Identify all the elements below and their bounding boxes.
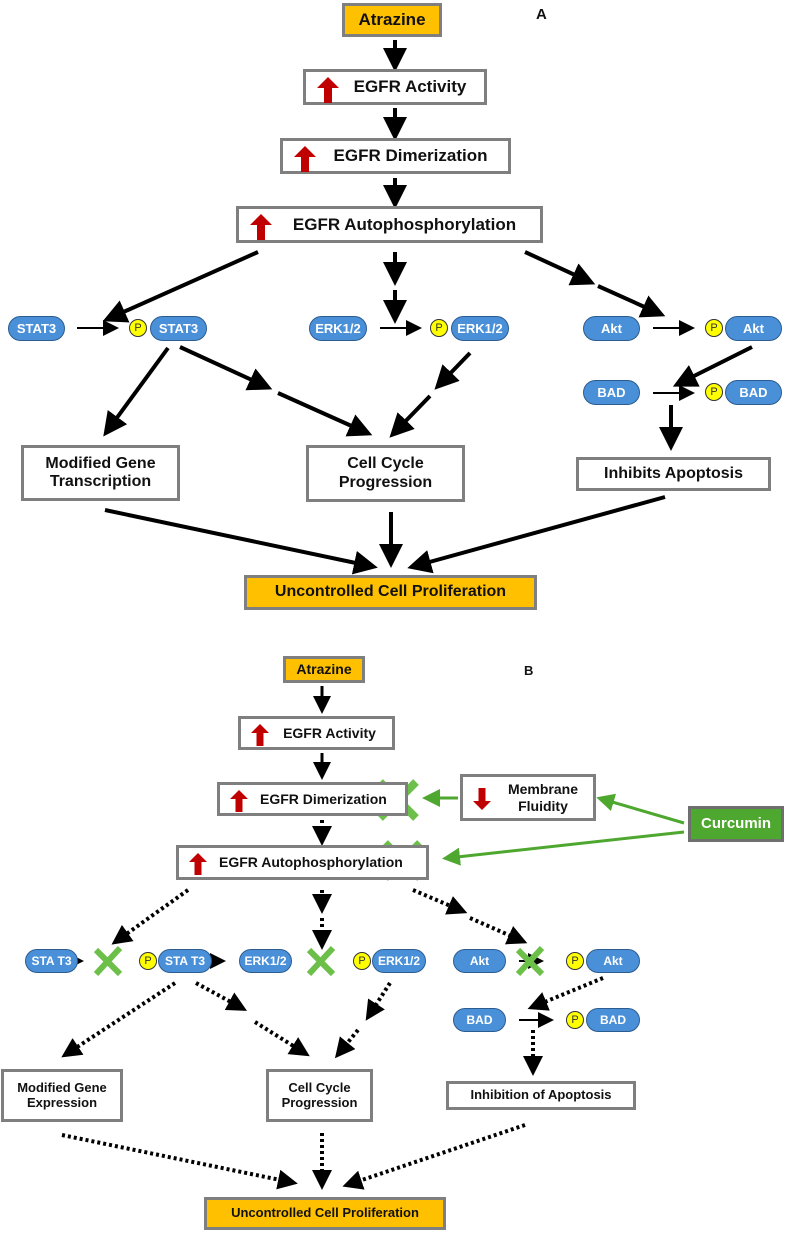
x-mark-erk [306, 945, 336, 977]
proliferation-label: Uncontrolled Cell Proliferation [274, 583, 507, 601]
phospho-badge: P [353, 952, 371, 970]
bad-pill: BAD [583, 380, 640, 405]
x-mark-akt [515, 945, 545, 977]
phospho-badge: P [139, 952, 157, 970]
panel-a-arrows [102, 40, 753, 575]
akt-pill-b: Akt [453, 949, 506, 973]
panel-a-small-arrows [77, 320, 695, 401]
egfr-dimerization-box-b: EGFR Dimerization [217, 782, 408, 816]
gene-transcription-box: Modified Gene Transcription [21, 445, 180, 501]
atrazine-box-b: Atrazine [283, 656, 365, 683]
arrow-curcumin-autophos [442, 830, 685, 866]
curcumin-box: Curcumin [688, 806, 784, 842]
panel-b-dotted-arrows [61, 820, 604, 1190]
phospho-badge: P [129, 319, 147, 337]
gene-transcription-label: Modified Gene Transcription [45, 454, 156, 490]
atrazine-label: Atrazine [358, 10, 426, 30]
curcumin-label: Curcumin [700, 815, 771, 833]
arrow-pstat3-cellcycle-1 [179, 345, 273, 391]
atrazine-label-b: Atrazine [296, 661, 352, 678]
phospho-badge: P [430, 319, 448, 337]
inhibition-apoptosis-box: Inhibition of Apoptosis [446, 1081, 636, 1110]
arrow-pstat3-cellcycle-2 [277, 391, 373, 437]
membrane-fluidity-box: Membrane Fluidity [460, 774, 596, 821]
egfr-autophos-box: EGFR Autophosphorylation [236, 206, 543, 243]
arrow-perk-cellcycle-2 [389, 394, 432, 438]
phospho-badge: P [705, 383, 723, 401]
gene-expression-label: Modified Gene Expression [17, 1079, 107, 1110]
perk-pill: ERK1/2 [451, 316, 509, 341]
x-mark-stat3 [93, 945, 123, 977]
arrow-pakt-bad [672, 345, 753, 387]
inhibits-apoptosis-box: Inhibits Apoptosis [576, 457, 771, 491]
egfr-activity-label: EGFR Activity [353, 77, 467, 97]
arrow-autophos-stat3 [102, 250, 259, 323]
curcumin-arrows [422, 789, 685, 866]
phospho-badge: P [566, 1011, 584, 1029]
atrazine-box: Atrazine [342, 3, 442, 37]
increase-arrow-icon [230, 790, 248, 812]
pakt-pill-b: Akt [586, 949, 640, 973]
perk-pill-b: ERK1/2 [372, 949, 426, 973]
proliferation-box: Uncontrolled Cell Proliferation [244, 575, 537, 610]
arrow-autophos-akt-1 [524, 250, 596, 286]
pstat3-pill-b: STA T3 [158, 949, 212, 973]
inhibits-apoptosis-label: Inhibits Apoptosis [604, 464, 743, 482]
pstat3-pill: STAT3 [150, 316, 207, 341]
proliferation-label-b: Uncontrolled Cell Proliferation [231, 1205, 419, 1221]
egfr-autophos-box-b: EGFR Autophosphorylation [176, 845, 429, 880]
egfr-dimerization-label: EGFR Dimerization [333, 146, 488, 166]
bad-pill-b: BAD [453, 1008, 506, 1032]
pbad-pill-b: BAD [586, 1008, 640, 1032]
phospho-badge: P [705, 319, 723, 337]
cell-cycle-label-b: Cell Cycle Progression [281, 1079, 358, 1110]
arrow-pstat3-gene [103, 346, 170, 437]
proliferation-box-b: Uncontrolled Cell Proliferation [204, 1197, 446, 1230]
cell-cycle-box-b: Cell Cycle Progression [266, 1069, 373, 1122]
cell-cycle-label: Cell Cycle Progression [338, 455, 433, 491]
membrane-fluidity-label: Membrane Fluidity [507, 781, 579, 814]
increase-arrow-icon [250, 214, 272, 240]
egfr-dimerization-box: EGFR Dimerization [280, 138, 511, 174]
stat3-pill: STAT3 [8, 316, 65, 341]
increase-arrow-icon [189, 853, 207, 875]
erk-pill-b: ERK1/2 [239, 949, 292, 973]
arrow-apoptosis-proliferation [407, 495, 666, 574]
egfr-activity-box: EGFR Activity [303, 69, 487, 105]
arrow-autophos-akt-2 [597, 284, 666, 318]
increase-arrow-icon [251, 724, 269, 746]
gene-expression-box: Modified Gene Expression [1, 1069, 123, 1122]
egfr-autophos-label-b: EGFR Autophosphorylation [219, 854, 403, 871]
arrow-curcumin-membrane [596, 793, 685, 825]
inhibition-apoptosis-label: Inhibition of Apoptosis [470, 1087, 612, 1103]
egfr-autophos-label: EGFR Autophosphorylation [292, 214, 517, 234]
akt-pill: Akt [583, 316, 640, 341]
arrow-perk-cellcycle-1 [434, 351, 472, 390]
egfr-activity-box-b: EGFR Activity [238, 716, 395, 750]
cell-cycle-box: Cell Cycle Progression [306, 445, 465, 502]
increase-arrow-icon [317, 77, 339, 103]
pbad-pill: BAD [725, 380, 782, 405]
pakt-pill: Akt [725, 316, 782, 341]
increase-arrow-icon [294, 146, 316, 172]
egfr-activity-label-b: EGFR Activity [283, 724, 376, 741]
erk-pill: ERK1/2 [309, 316, 367, 341]
egfr-dimerization-label-b: EGFR Dimerization [260, 790, 387, 807]
panel-b-label: B [524, 663, 534, 678]
decrease-arrow-icon [473, 788, 491, 810]
phospho-badge: P [566, 952, 584, 970]
panel-a-label: A [536, 6, 547, 23]
arrow-gene-proliferation [104, 508, 378, 575]
stat3-pill-b: STA T3 [25, 949, 78, 973]
